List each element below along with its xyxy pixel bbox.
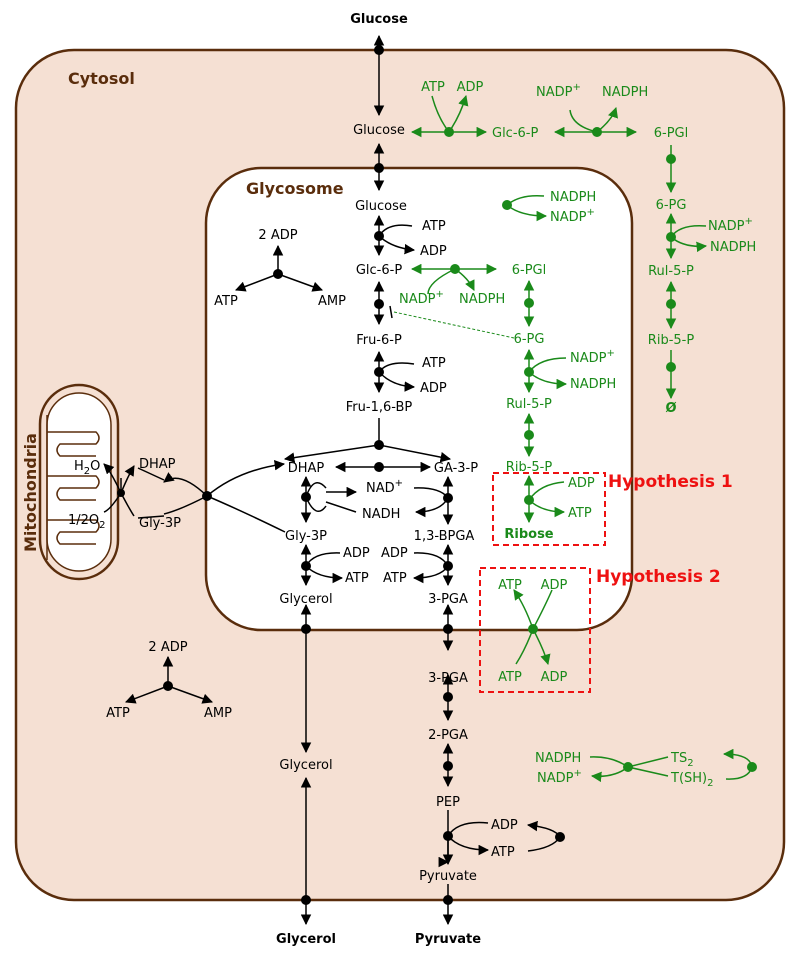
ts-nadph: NADPH (535, 751, 581, 766)
cyt-nadp: NADP+ (536, 82, 581, 100)
ts-nadp: NADP+ (537, 768, 582, 786)
cyt-atp: ATP (421, 80, 445, 95)
gly-adp1: ADP (420, 244, 447, 259)
gly-nadph1: NADPH (459, 292, 505, 307)
cyt-pyruvate-label: Pyruvate (419, 869, 477, 884)
mitochondrion (38, 383, 120, 581)
hypothesis-2-label: Hypothesis 2 (596, 567, 721, 587)
cyt-3pga-label: 3-PGA (428, 671, 468, 686)
gly-glc6p: Glc-6-P (356, 263, 402, 278)
gly-adp4: ADP (381, 546, 408, 561)
cyt-6pgl: 6-PGl (654, 126, 689, 141)
gly-adp3: ADP (343, 546, 370, 561)
gly-gly3p: Gly-3P (285, 529, 327, 544)
cyt-adp-pk: ADP (491, 818, 518, 833)
gly-6pgl: 6-PGl (512, 263, 547, 278)
mitochondria-label: Mitochondria (21, 433, 40, 552)
glycosome-label: Glycosome (246, 179, 344, 198)
gly-glycerol: Glycerol (279, 592, 332, 607)
ts-ts2: TS2 (670, 751, 694, 769)
gly-2adp: 2 ADP (258, 228, 297, 243)
cyt-2pga-label: 2-PGA (428, 728, 468, 743)
gly-nad: NAD+ (366, 478, 403, 496)
gly-nadh: NADH (362, 507, 400, 522)
gly-atp-tri: ATP (214, 294, 238, 309)
gly-amp-tri: AMP (318, 294, 346, 309)
gly-3pga: 3-PGA (428, 592, 468, 607)
cyt-nadph: NADPH (602, 85, 648, 100)
inhibition-line (393, 311, 515, 339)
gly-13bpga: 1,3-BPGA (414, 529, 475, 544)
gly-atp2: ATP (422, 356, 446, 371)
mito-gly3p: Gly-3P (139, 516, 181, 531)
gly-atp1: ATP (422, 219, 446, 234)
cyt-empty-set: Ø (665, 401, 676, 416)
gly-atp4: ATP (383, 571, 407, 586)
hypothesis-2-box (479, 567, 591, 693)
cyt-nadph2: NADPH (710, 240, 756, 255)
cyt-glucose: Glucose (353, 123, 405, 138)
hypothesis-1-label: Hypothesis 1 (608, 472, 733, 492)
h1-adp: ADP (568, 476, 595, 491)
cyt-glycerol-label: Glycerol (279, 758, 332, 773)
mito-o2: 1/2O2 (68, 513, 106, 531)
cyt-rib5p: Rib-5-P (648, 333, 695, 348)
cyt-rul5p: Rul-5-P (648, 264, 694, 279)
ext-glucose: Glucose (350, 12, 408, 27)
gly-dhap: DHAP (288, 461, 325, 476)
gly-nadph2: NADPH (570, 377, 616, 392)
gly-nadp2: NADP+ (570, 348, 615, 366)
ext-glycerol: Glycerol (276, 932, 336, 947)
gly-ga3p: GA-3-P (434, 461, 478, 476)
hypothesis-1-box (492, 472, 606, 546)
h2-atp-bot: ATP (498, 670, 522, 685)
cyt-atp-tri: ATP (106, 706, 130, 721)
h2-atp-top: ATP (498, 578, 522, 593)
mito-dhap: DHAP (139, 457, 176, 472)
h2-adp-bot: ADP (541, 670, 568, 685)
cyt-atp-pk: ATP (491, 845, 515, 860)
cyt-glc6p: Glc-6-P (492, 126, 538, 141)
gly-nadp-top: NADP+ (550, 207, 595, 225)
black-nodes (117, 45, 565, 905)
h1-ribose: Ribose (504, 527, 553, 542)
gly-fru16bp: Fru-1,6-BP (346, 400, 413, 415)
ts-tsh2: T(SH)2 (670, 771, 714, 789)
gly-atp3: ATP (345, 571, 369, 586)
cyt-6pg: 6-PG (656, 198, 687, 213)
green-nodes (444, 127, 757, 772)
gly-fru6p: Fru-6-P (356, 333, 402, 348)
gly-nadp1: NADP+ (399, 289, 444, 307)
gly-rul5p: Rul-5-P (506, 397, 552, 412)
h2-adp-top: ADP (541, 578, 568, 593)
cyt-nadp2: NADP+ (708, 216, 753, 234)
gly-glucose: Glucose (355, 199, 407, 214)
gly-adp2: ADP (420, 381, 447, 396)
gly-rib5p: Rib-5-P (506, 460, 553, 475)
cyt-2adp-label: 2 ADP (148, 640, 187, 655)
gly-6pg: 6-PG (514, 332, 545, 347)
cytosol-label: Cytosol (68, 69, 135, 88)
cyt-adp: ADP (457, 80, 484, 95)
gly-nadph-top: NADPH (550, 190, 596, 205)
ext-pyruvate: Pyruvate (415, 932, 481, 947)
cyt-pep-label: PEP (436, 795, 460, 810)
mito-h2o: H2O (74, 459, 100, 477)
h1-atp: ATP (568, 506, 592, 521)
cyt-amp-tri: AMP (204, 706, 232, 721)
